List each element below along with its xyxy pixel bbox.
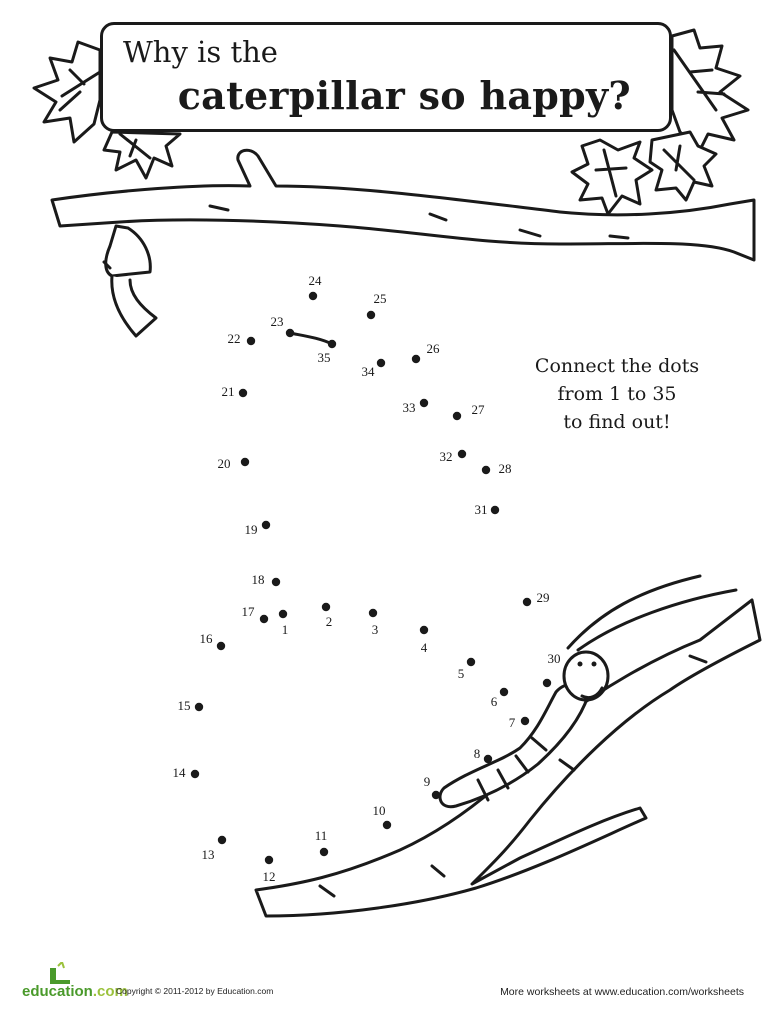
dot-12[interactable]: [264, 855, 274, 865]
dot-35[interactable]: [327, 339, 337, 349]
dot-label-23: 23: [271, 314, 284, 329]
dot-label-35: 35: [318, 350, 331, 365]
dot-label-9: 9: [424, 774, 431, 789]
dot-label-17: 17: [242, 604, 256, 619]
cocoon-shell-icon: [102, 224, 158, 338]
left-lower-leaf-icon: [102, 130, 182, 180]
dot-label-16: 16: [200, 631, 214, 646]
dot-34[interactable]: [376, 358, 386, 368]
dot-33[interactable]: [419, 398, 429, 408]
dot-label-10: 10: [373, 803, 386, 818]
dot-layer: 1234567891011121314151617181920212223242…: [173, 273, 561, 884]
dot-25[interactable]: [366, 310, 376, 320]
title-banner: Why is the caterpillar so happy?: [100, 22, 672, 132]
caterpillar-eye: [591, 661, 597, 667]
footer-brand-suffix: .com: [92, 983, 128, 1000]
title-line-1: Why is the: [123, 35, 278, 69]
footer-more-worksheets[interactable]: More worksheets at www.education.com/wor…: [500, 986, 744, 998]
dot-label-28: 28: [499, 461, 512, 476]
right-small-leaf-icon: [648, 130, 718, 202]
footer-copyright: Copyright © 2011-2012 by Education.com: [116, 986, 274, 996]
dot-label-26: 26: [427, 341, 441, 356]
dot-label-12: 12: [263, 869, 276, 884]
caterpillar-icon: [438, 574, 738, 809]
connecting-line: [289, 331, 333, 346]
dot-8[interactable]: [483, 754, 493, 764]
dot-9[interactable]: [431, 790, 441, 800]
dot-label-18: 18: [252, 572, 265, 587]
dot-label-14: 14: [173, 765, 187, 780]
dot-label-19: 19: [245, 522, 258, 537]
dot-label-11: 11: [315, 828, 328, 843]
top-branch: [50, 148, 756, 262]
dot-label-25: 25: [374, 291, 387, 306]
dot-22[interactable]: [246, 336, 256, 346]
dot-16[interactable]: [216, 641, 226, 651]
dot-3[interactable]: [368, 608, 378, 618]
dot-label-2: 2: [326, 614, 333, 629]
dot-label-5: 5: [458, 666, 465, 681]
dot-label-27: 27: [472, 402, 486, 417]
dot-label-8: 8: [474, 746, 481, 761]
dot-label-20: 20: [218, 456, 231, 471]
dot-31[interactable]: [490, 505, 500, 515]
dot-label-3: 3: [372, 622, 379, 637]
dot-5[interactable]: [466, 657, 476, 667]
dot-29[interactable]: [522, 597, 532, 607]
instructions-line-1: Connect the dots: [534, 355, 700, 377]
dot-label-13: 13: [202, 847, 215, 862]
instructions: Connect the dots from 1 to 35 to find ou…: [512, 352, 722, 436]
dot-15[interactable]: [194, 702, 204, 712]
dot-24[interactable]: [308, 291, 318, 301]
dot-4[interactable]: [419, 625, 429, 635]
dot-label-33: 33: [403, 400, 416, 415]
dot-label-15: 15: [178, 698, 191, 713]
dot-21[interactable]: [238, 388, 248, 398]
dot-label-22: 22: [228, 331, 241, 346]
dot-10[interactable]: [382, 820, 392, 830]
dot-20[interactable]: [240, 457, 250, 467]
dot-32[interactable]: [457, 449, 467, 459]
dot-label-29: 29: [537, 590, 550, 605]
dot-label-34: 34: [362, 364, 376, 379]
caterpillar-eye: [577, 661, 583, 667]
dot-label-30: 30: [548, 651, 561, 666]
footer-brand-name: education: [22, 983, 93, 1000]
dot-13[interactable]: [217, 835, 227, 845]
dot-23[interactable]: [285, 328, 295, 338]
footer-brand[interactable]: education.com: [22, 983, 128, 1000]
dot-label-1: 1: [282, 622, 289, 637]
dot-label-21: 21: [222, 384, 235, 399]
dot-label-6: 6: [491, 694, 498, 709]
dot-label-32: 32: [440, 449, 453, 464]
dot-7[interactable]: [520, 716, 530, 726]
dot-label-31: 31: [475, 502, 488, 517]
dot-2[interactable]: [321, 602, 331, 612]
right-lower-leaf-icon: [570, 138, 654, 216]
dot-18[interactable]: [271, 577, 281, 587]
dot-label-4: 4: [421, 640, 428, 655]
dot-11[interactable]: [319, 847, 329, 857]
instructions-line-3: to find out!: [563, 411, 671, 433]
dot-17[interactable]: [259, 614, 269, 624]
dot-label-7: 7: [509, 715, 516, 730]
dot-1[interactable]: [278, 609, 288, 619]
dot-label-24: 24: [309, 273, 323, 288]
dot-6[interactable]: [499, 687, 509, 697]
instructions-line-2: from 1 to 35: [557, 383, 677, 405]
dot-14[interactable]: [190, 769, 200, 779]
education-logo-icon: [50, 962, 70, 984]
left-leaf-icon: [32, 40, 102, 144]
dot-26[interactable]: [411, 354, 421, 364]
dot-19[interactable]: [261, 520, 271, 530]
dot-27[interactable]: [452, 411, 462, 421]
dot-28[interactable]: [481, 465, 491, 475]
dot-30[interactable]: [542, 678, 552, 688]
title-line-2: caterpillar so happy?: [177, 73, 631, 118]
